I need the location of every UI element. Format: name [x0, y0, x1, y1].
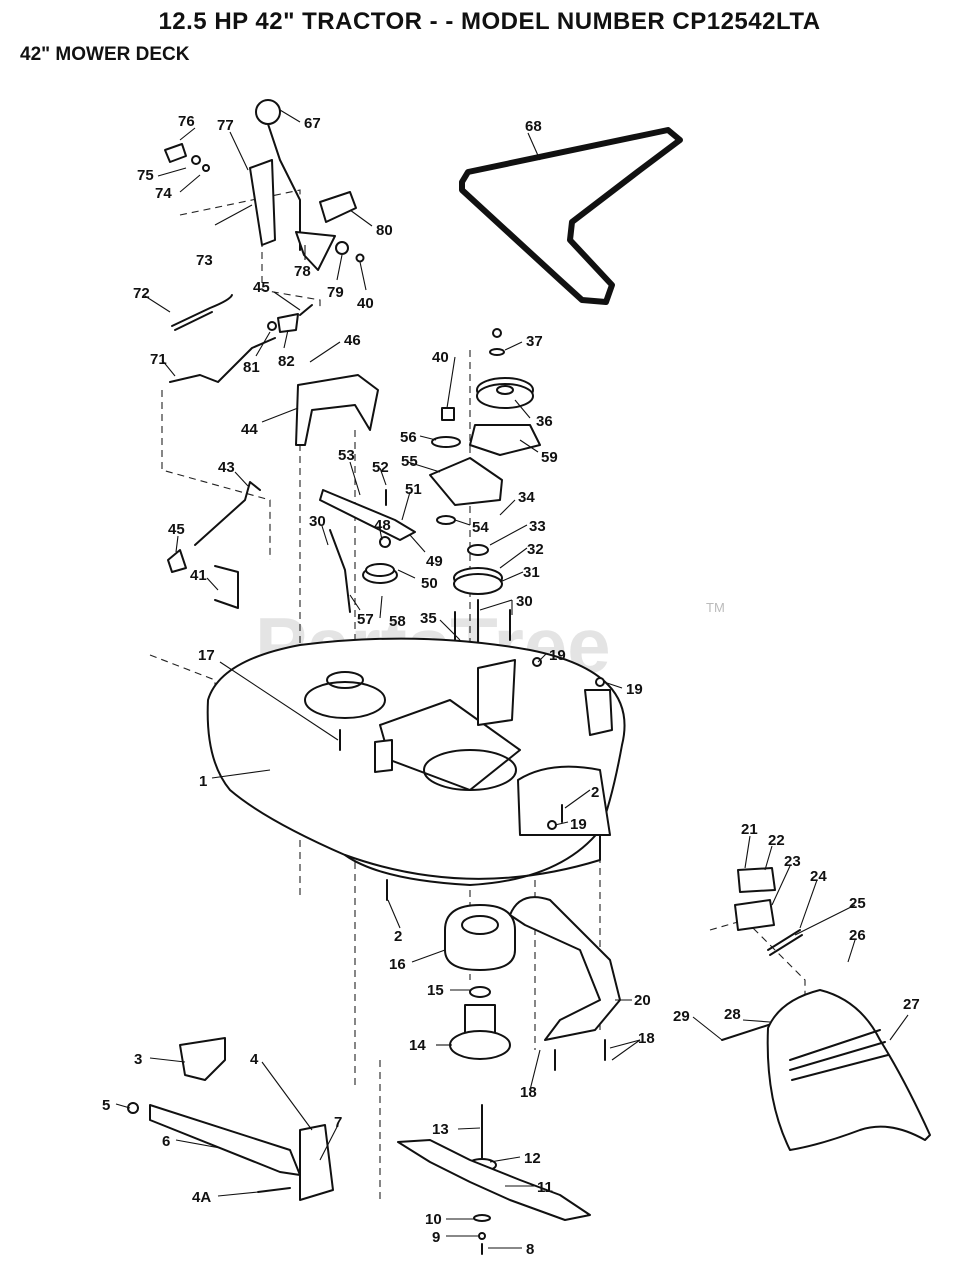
callout-8: 8	[526, 1241, 534, 1258]
callout-4a: 4A	[192, 1189, 211, 1206]
callout-24: 24	[810, 868, 827, 885]
callout-82: 82	[278, 353, 295, 370]
callout-67: 67	[304, 115, 321, 132]
callout-41: 41	[190, 567, 207, 584]
callout-53: 53	[338, 447, 355, 464]
callout-26: 26	[849, 927, 866, 944]
watermark-tm: TM	[706, 600, 725, 615]
callout-2a: 2	[591, 784, 599, 801]
callout-4: 4	[250, 1051, 259, 1068]
callout-37: 37	[526, 333, 543, 350]
callout-30b: 30	[516, 593, 533, 610]
callout-75: 75	[137, 167, 154, 184]
callout-51: 51	[405, 481, 422, 498]
lift-lever-assembly	[164, 99, 365, 271]
callout-1: 1	[199, 773, 207, 790]
callout-15: 15	[427, 982, 444, 999]
callout-40b: 40	[432, 349, 449, 366]
page-title: 12.5 HP 42" TRACTOR - - MODEL NUMBER CP1…	[158, 8, 821, 35]
callout-32: 32	[527, 541, 544, 558]
callout-18b: 18	[638, 1030, 655, 1047]
callout-25: 25	[849, 895, 866, 912]
callout-5: 5	[102, 1097, 110, 1114]
callout-52: 52	[372, 459, 389, 476]
callout-34: 34	[518, 489, 535, 506]
callout-33: 33	[529, 518, 546, 535]
callout-7: 7	[334, 1114, 342, 1131]
idler-arm	[319, 489, 416, 548]
callout-3: 3	[134, 1051, 142, 1068]
callout-9: 9	[432, 1229, 440, 1246]
callout-71: 71	[150, 351, 167, 368]
callout-20: 20	[634, 992, 651, 1009]
callout-19b: 19	[626, 681, 643, 698]
callout-labels: 76 77 67 68 75 74 80 73 78 79 40 72 45 4…	[102, 113, 920, 1258]
belt-part	[459, 127, 683, 305]
callout-45a: 45	[253, 279, 270, 296]
callout-28: 28	[724, 1006, 741, 1023]
callout-59: 59	[541, 449, 558, 466]
section-subtitle: 42" MOWER DECK	[20, 44, 190, 65]
callout-11: 11	[537, 1179, 553, 1196]
callout-49: 49	[426, 553, 443, 570]
callout-72: 72	[133, 285, 150, 302]
leader-lines	[115, 109, 909, 1249]
callout-14: 14	[409, 1037, 426, 1054]
spindle-assembly	[449, 986, 511, 1060]
callout-29: 29	[673, 1008, 690, 1025]
callout-17: 17	[198, 647, 215, 664]
callout-22: 22	[768, 832, 785, 849]
callout-79: 79	[327, 284, 344, 301]
callout-77: 77	[217, 117, 234, 134]
callout-35: 35	[420, 610, 437, 627]
callout-2b: 2	[394, 928, 402, 945]
callout-31: 31	[523, 564, 540, 581]
callout-18a: 18	[520, 1084, 537, 1101]
callout-16: 16	[389, 956, 406, 973]
callout-76: 76	[178, 113, 195, 130]
callout-43: 43	[218, 459, 235, 476]
callout-13: 13	[432, 1121, 449, 1138]
callout-10: 10	[425, 1211, 442, 1228]
callout-46: 46	[344, 332, 361, 349]
blade-assembly	[397, 1104, 591, 1255]
callout-57: 57	[357, 611, 374, 628]
callout-44: 44	[241, 421, 258, 438]
callout-23: 23	[784, 853, 801, 870]
callout-73: 73	[196, 252, 213, 269]
stabilizer-bracket	[509, 896, 621, 1071]
callout-36: 36	[536, 413, 553, 430]
callout-81: 81	[243, 359, 260, 376]
callout-74: 74	[155, 185, 172, 202]
callout-55: 55	[401, 453, 418, 470]
callout-30a: 30	[309, 513, 326, 530]
callout-58: 58	[389, 613, 406, 630]
spindle-guard	[444, 904, 516, 971]
callout-54: 54	[472, 519, 489, 536]
callout-68: 68	[525, 118, 542, 135]
callout-40a: 40	[357, 295, 374, 312]
idler-pulley-stack	[429, 328, 541, 656]
callout-27: 27	[903, 996, 920, 1013]
callout-21: 21	[741, 821, 758, 838]
callout-48: 48	[374, 517, 391, 534]
discharge-chute-assembly	[721, 867, 931, 1151]
deck-hangers	[167, 481, 398, 613]
callout-56: 56	[400, 429, 417, 446]
callout-12: 12	[524, 1150, 541, 1167]
callout-6: 6	[162, 1133, 170, 1150]
callout-50: 50	[421, 575, 438, 592]
callout-80: 80	[376, 222, 393, 239]
callout-19c: 19	[570, 816, 587, 833]
callout-45b: 45	[168, 521, 185, 538]
mower-deck-housing	[206, 637, 626, 886]
callout-78: 78	[294, 263, 311, 280]
front-hanger-assembly	[127, 1037, 334, 1201]
lift-linkage	[169, 294, 379, 446]
callout-19a: 19	[549, 647, 566, 664]
